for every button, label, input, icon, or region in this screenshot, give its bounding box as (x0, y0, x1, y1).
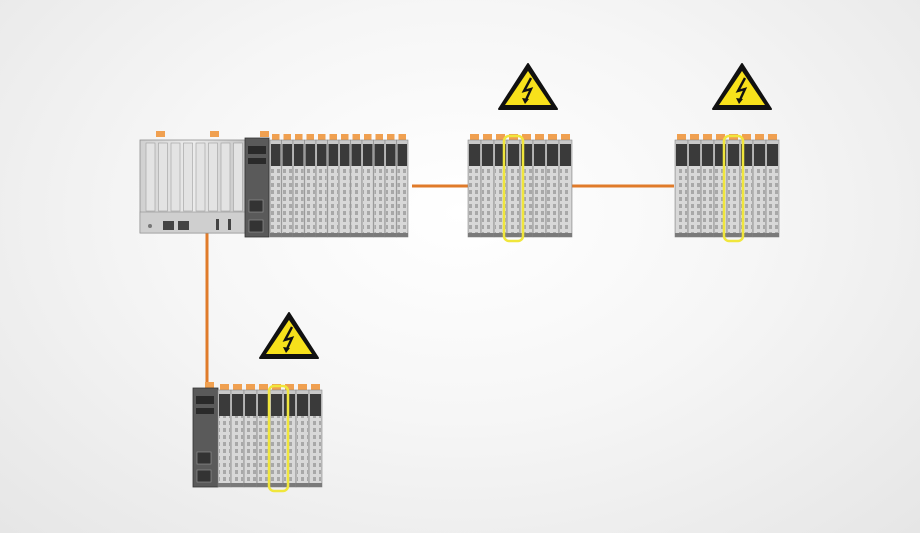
main-controller-module-10 (373, 134, 386, 238)
remote-station-top-right-module-8 (765, 134, 780, 238)
main-controller-module-11 (384, 134, 397, 238)
status-led (148, 224, 152, 228)
main-controller (139, 131, 409, 238)
remote-station-top-right-module-7 (752, 134, 767, 238)
remote-station-bottom-module-5 (269, 384, 284, 488)
main-controller-module-12 (396, 134, 409, 238)
high-voltage-warning-icon (259, 312, 319, 359)
remote-station-bottom (192, 382, 323, 493)
remote-station-bottom-module-4 (256, 384, 271, 488)
high-voltage-warning-icon (498, 63, 558, 110)
main-controller-module-6 (327, 134, 340, 238)
high-voltage-warning-icon (712, 63, 772, 110)
ethernet-port (163, 221, 174, 230)
remote-station-top-middle-module-6 (532, 134, 547, 238)
remote-station-top-right-module-1 (674, 134, 689, 238)
main-controller-module-4 (304, 134, 317, 238)
main-controller-module-2 (281, 134, 294, 238)
remote-station-top-right-highlight (722, 134, 745, 243)
usb-port (228, 219, 231, 230)
remote-station-top-middle (467, 134, 573, 243)
main-controller-module-3 (292, 134, 305, 238)
usb-port (216, 219, 219, 230)
main-controller-module-7 (338, 134, 351, 238)
remote-station-bottom-module-6 (282, 384, 297, 488)
remote-station-top-right (674, 134, 780, 243)
main-controller-module-8 (350, 134, 363, 238)
remote-station-top-right-module-5 (726, 134, 741, 238)
remote-station-top-middle-highlight (502, 134, 525, 243)
main-controller-module-9 (361, 134, 374, 238)
main-controller-module-1 (269, 134, 282, 238)
remote-station-bottom-module-3 (243, 384, 258, 488)
main-controller-module-5 (315, 134, 328, 238)
ethernet-port (178, 221, 189, 230)
cables (205, 184, 674, 385)
remote-station-top-right-module-3 (700, 134, 715, 238)
remote-station-top-right-module-2 (687, 134, 702, 238)
remote-station-bottom-highlight (267, 384, 290, 493)
remote-station-bottom-module-7 (295, 384, 310, 488)
remote-station-bottom-module-1 (217, 384, 232, 488)
remote-station-top-middle-module-4 (506, 134, 521, 238)
remote-station-top-middle-module-8 (558, 134, 573, 238)
remote-station-bottom-module-8 (308, 384, 323, 488)
remote-station-top-middle-module-7 (545, 134, 560, 238)
remote-station-top-middle-module-1 (467, 134, 482, 238)
remote-station-bottom-module-2 (230, 384, 245, 488)
remote-station-top-middle-module-2 (480, 134, 495, 238)
